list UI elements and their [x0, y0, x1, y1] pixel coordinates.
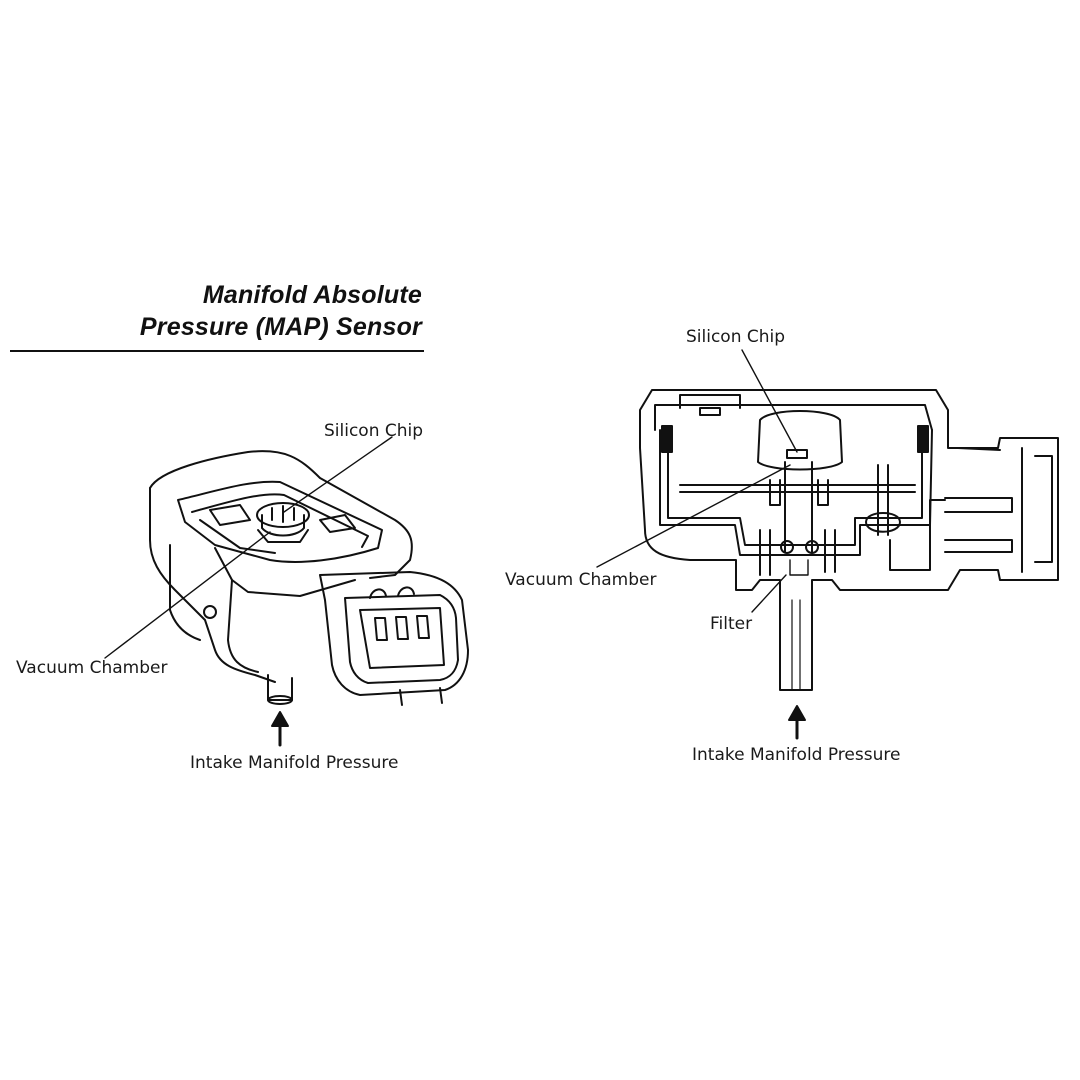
right-intake-pressure-label: Intake Manifold Pressure	[692, 745, 901, 765]
right-silicon-chip-label: Silicon Chip	[686, 327, 786, 347]
left-silicon-chip-label: Silicon Chip	[324, 421, 424, 441]
left-vacuum-chamber-label: Vacuum Chamber	[16, 658, 168, 678]
left-intake-pressure-label: Intake Manifold Pressure	[190, 753, 399, 773]
title-underline	[10, 350, 424, 352]
title-line-2: Pressure (MAP) Sensor	[139, 313, 422, 341]
right-sensor-section	[596, 349, 1059, 740]
title-line-1: Manifold Absolute	[202, 281, 422, 309]
right-vacuum-chamber-label: Vacuum Chamber	[505, 570, 657, 590]
left-sensor-drawing	[104, 436, 469, 747]
right-filter-label: Filter	[710, 614, 753, 634]
